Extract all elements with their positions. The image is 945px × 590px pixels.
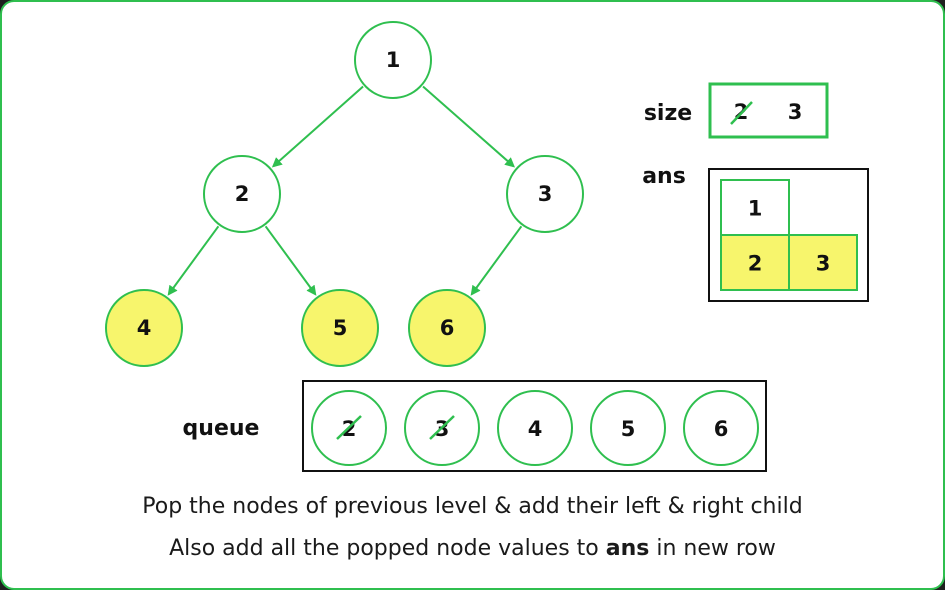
ans-cell-r1-c1 bbox=[720, 179, 790, 236]
queue-item-5: 5 bbox=[590, 390, 666, 466]
size-label: size bbox=[644, 101, 692, 126]
tree-node-1: 1 bbox=[354, 21, 432, 99]
queue-item-strike-mark bbox=[429, 415, 455, 440]
queue-item-2: 2 bbox=[311, 390, 387, 466]
tree-node-3: 3 bbox=[506, 155, 584, 233]
tree-node-label: 3 bbox=[538, 182, 553, 206]
tree-edge-1-3 bbox=[422, 85, 515, 168]
ans-label: ans bbox=[642, 164, 686, 189]
caption-ans-emphasis: ans bbox=[605, 536, 650, 561]
tree-node-circle bbox=[301, 289, 379, 367]
tree-node-circle bbox=[105, 289, 183, 367]
queue-item-circle bbox=[683, 390, 759, 466]
tree-edge-3-6 bbox=[470, 225, 523, 296]
queue-item-circle bbox=[497, 390, 573, 466]
ans-cells: 1 2 3 bbox=[720, 179, 858, 291]
size-box bbox=[708, 82, 829, 139]
tree-node-label: 4 bbox=[137, 316, 152, 340]
tree-edge-2-5 bbox=[264, 225, 317, 296]
tree-node-circle bbox=[354, 21, 432, 99]
tree-node-2: 2 bbox=[203, 155, 281, 233]
ans-cell-r2-c2 bbox=[788, 234, 858, 291]
tree-node-label: 5 bbox=[333, 316, 348, 340]
caption-line-1: Pop the nodes of previous level & add th… bbox=[142, 494, 803, 519]
queue-item-3: 3 bbox=[404, 390, 480, 466]
tree-node-label: 1 bbox=[386, 48, 401, 72]
tree-edge-1-2 bbox=[271, 85, 364, 168]
tree-edge-2-4 bbox=[167, 225, 220, 296]
ans-cell-value: 2 bbox=[748, 252, 763, 276]
queue-item-label: 4 bbox=[528, 417, 543, 441]
queue-label: queue bbox=[183, 416, 260, 441]
queue-item-4: 4 bbox=[497, 390, 573, 466]
queue-items: 23 4 5 6 bbox=[311, 390, 759, 466]
ans-cell-value: 3 bbox=[816, 252, 831, 276]
tree-nodes: 1 2 3 4 5 6 bbox=[105, 21, 584, 367]
tree-node-label: 6 bbox=[440, 316, 455, 340]
tree-node-circle bbox=[203, 155, 281, 233]
queue-item-6: 6 bbox=[683, 390, 759, 466]
queue-item-circle bbox=[590, 390, 666, 466]
tree-node-circle bbox=[408, 289, 486, 367]
caption-line-2-suffix: in new row bbox=[649, 536, 776, 561]
queue-item-label: 5 bbox=[621, 417, 636, 441]
caption-line-2-prefix: Also add all the popped node values to bbox=[169, 536, 606, 561]
size-new-value: 3 bbox=[788, 100, 803, 124]
ans-cell-value: 1 bbox=[748, 197, 763, 221]
queue-item-label: 6 bbox=[714, 417, 729, 441]
queue-item-strike-mark bbox=[336, 415, 362, 440]
tree-node-4: 4 bbox=[105, 289, 183, 367]
size-strike-mark bbox=[730, 101, 753, 125]
tree-node-label: 2 bbox=[235, 182, 250, 206]
caption-line-2: Also add all the popped node values to a… bbox=[0, 536, 945, 561]
ans-cell-r2-c1 bbox=[720, 234, 790, 291]
tree-node-circle bbox=[506, 155, 584, 233]
tree-node-6: 6 bbox=[408, 289, 486, 367]
tree-edges bbox=[167, 85, 523, 296]
tree-node-5: 5 bbox=[301, 289, 379, 367]
